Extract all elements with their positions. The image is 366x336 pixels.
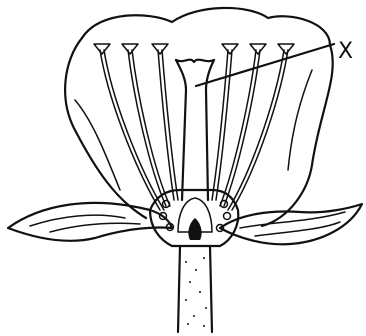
- stamens: [94, 44, 294, 210]
- ovule-center: [188, 218, 201, 240]
- stamen-filament: [104, 50, 164, 210]
- anther: [94, 44, 110, 54]
- anther: [152, 44, 168, 54]
- petal-fold-left: [75, 100, 120, 190]
- anther: [222, 44, 238, 54]
- anther: [278, 44, 294, 54]
- sepal-left-texture: [30, 215, 140, 232]
- petals-outline: [65, 8, 333, 226]
- stigma: [176, 60, 214, 62]
- stem-texture: [185, 257, 207, 327]
- sepal-left: [8, 203, 172, 241]
- stem: [178, 246, 212, 332]
- label-pointer-line: [196, 44, 334, 86]
- petal-fold-right: [288, 70, 312, 170]
- sepal-right-texture: [240, 212, 345, 236]
- anther: [250, 44, 266, 54]
- pistil-style: [176, 60, 214, 200]
- stamen-filament: [158, 50, 174, 200]
- sepal-right: [220, 204, 362, 244]
- ovule: [224, 213, 231, 220]
- label-x: X: [338, 39, 353, 64]
- anther: [122, 44, 138, 54]
